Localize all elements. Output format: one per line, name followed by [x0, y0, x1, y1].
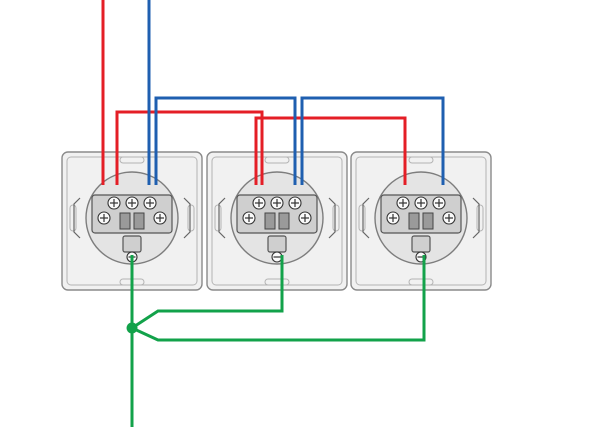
mounting-slot-top	[408, 156, 434, 164]
mounting-slot-left	[214, 204, 222, 232]
mounting-slot-top	[264, 156, 290, 164]
contact-clamp	[278, 212, 290, 230]
claw-right	[472, 197, 480, 239]
socket-outlet-1	[61, 151, 203, 291]
phase-loop-wire-1-2	[115, 110, 264, 185]
mounting-slot-left	[69, 204, 77, 232]
mounting-slot-right	[187, 204, 195, 232]
mounting-slot-left	[358, 204, 366, 232]
contact-clamp	[119, 212, 131, 230]
mounting-slot-right	[332, 204, 340, 232]
claw-left	[362, 197, 370, 239]
earth-junction-node	[126, 322, 138, 334]
socket-outlet-3	[350, 151, 492, 291]
earth-terminal	[411, 235, 431, 253]
claw-right	[328, 197, 336, 239]
mounting-slot-bottom	[264, 278, 290, 286]
earth-terminal	[267, 235, 287, 253]
contact-clamp	[264, 212, 276, 230]
contact-clamp	[133, 212, 145, 230]
earth-branch-wire-2	[131, 255, 284, 330]
contact-clamp	[422, 212, 434, 230]
neutral-loop-wire-2-3	[300, 96, 445, 185]
claw-left	[73, 197, 81, 239]
mounting-slot-right	[476, 204, 484, 232]
contact-clamp	[408, 212, 420, 230]
earth-terminal	[122, 235, 142, 253]
neutral-loop-wire-1-2	[154, 96, 297, 185]
mounting-slot-top	[119, 156, 145, 164]
claw-left	[218, 197, 226, 239]
claw-right	[183, 197, 191, 239]
mounting-slot-bottom	[408, 278, 434, 286]
socket-outlet-2	[206, 151, 348, 291]
earth-branch-wire-3	[131, 255, 426, 342]
phase-loop-wire-2-3	[254, 116, 407, 185]
